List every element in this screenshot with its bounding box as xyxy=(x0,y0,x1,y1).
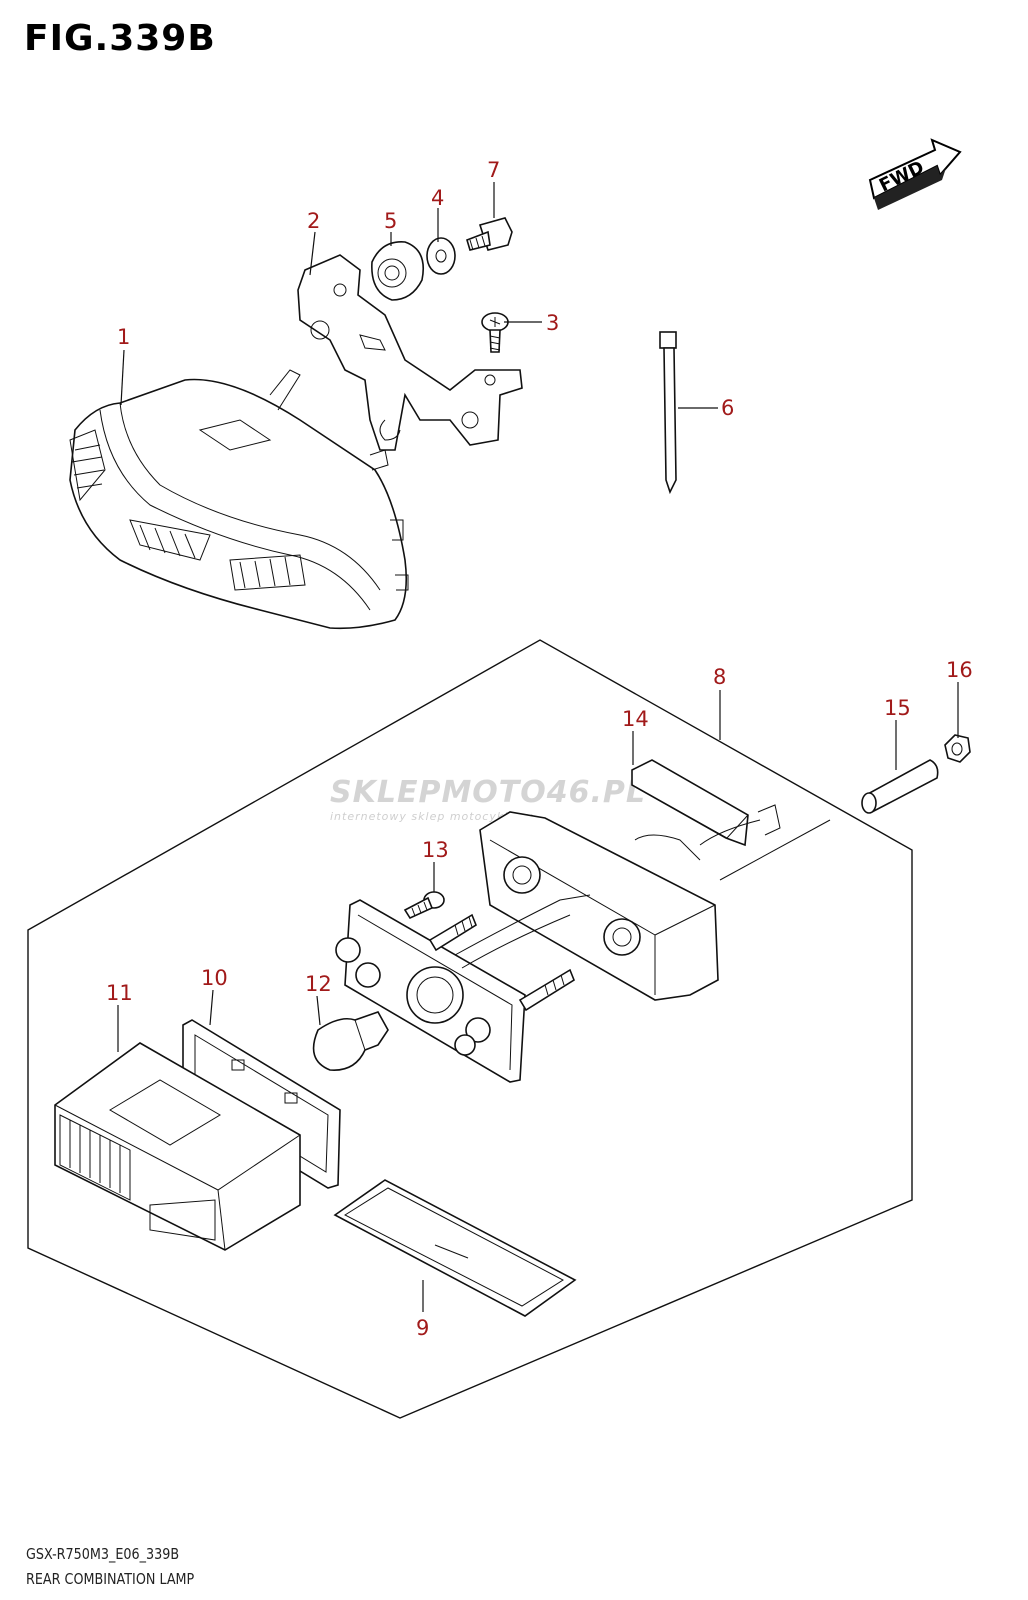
callout-8: 8 xyxy=(713,665,726,689)
license-lamp-housing-part xyxy=(479,811,831,1001)
socket-plate-part xyxy=(335,894,591,1083)
leader-lines xyxy=(117,182,959,1312)
callout-16: 16 xyxy=(946,658,973,682)
callout-9: 9 xyxy=(416,1316,429,1340)
cushion-part-5 xyxy=(371,241,424,301)
callout-13: 13 xyxy=(422,838,449,862)
watermark-brand: SKLEPMOTO46.PL xyxy=(330,775,646,810)
callout-5: 5 xyxy=(384,209,397,233)
bolt-part-7 xyxy=(466,217,513,251)
screw-part-13 xyxy=(403,891,445,920)
bulb-part xyxy=(312,1011,389,1071)
callout-labels: 1 2 3 4 5 6 7 8 9 10 11 12 13 14 15 16 xyxy=(106,158,973,1340)
callout-11: 11 xyxy=(106,981,133,1005)
callout-6: 6 xyxy=(721,396,734,420)
lens-part xyxy=(54,1042,301,1251)
washer-part xyxy=(426,237,456,275)
callout-10: 10 xyxy=(201,966,228,990)
model-code: GSX-R750M3_E06_339B xyxy=(26,1545,180,1563)
spacer-part xyxy=(861,759,939,814)
plate-part xyxy=(333,1179,577,1317)
callout-2: 2 xyxy=(307,209,320,233)
callout-3: 3 xyxy=(546,311,559,335)
callout-1: 1 xyxy=(117,325,130,349)
assembly-name: REAR COMBINATION LAMP xyxy=(26,1570,195,1588)
lamp-bracket-part xyxy=(297,254,523,451)
screw-part-3 xyxy=(481,312,509,353)
callout-12: 12 xyxy=(305,972,332,996)
callout-15: 15 xyxy=(884,696,911,720)
watermark-tagline: internetowy sklep motocyklowy xyxy=(330,810,534,823)
callout-14: 14 xyxy=(622,707,649,731)
rear-combination-lamp-part xyxy=(69,369,409,630)
assembly-frame xyxy=(27,639,913,1419)
cable-tie-part xyxy=(659,331,677,495)
forward-arrow-icon: FWD xyxy=(868,138,962,210)
nut-part xyxy=(944,734,971,763)
callout-7: 7 xyxy=(487,158,500,182)
figure-title: FIG.339B xyxy=(24,18,216,59)
cushion-part-14 xyxy=(631,759,781,847)
callout-4: 4 xyxy=(431,186,444,210)
